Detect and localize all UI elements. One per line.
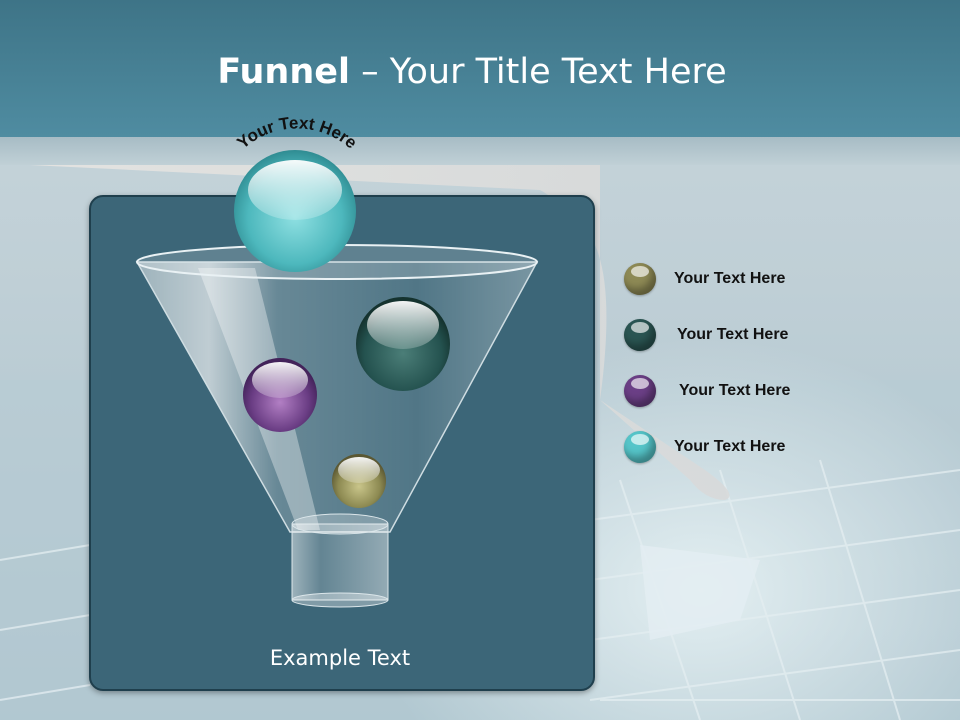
funnel-spout <box>291 523 389 601</box>
legend-bullet-purple <box>624 375 656 407</box>
header-band <box>0 0 960 137</box>
ball-purple <box>243 358 317 432</box>
slide-title-bold: Funnel <box>217 52 350 92</box>
slide-title[interactable]: Funnel – Your Title Text Here <box>0 52 944 92</box>
ball-dark-green <box>356 297 450 391</box>
sub-band <box>0 137 960 165</box>
legend-label: Your Text Here <box>674 438 786 455</box>
legend-item-1[interactable]: Your Text Here <box>624 262 785 296</box>
legend-item-3[interactable]: Your Text Here <box>624 374 790 408</box>
ball-teal-top <box>234 150 356 272</box>
example-text[interactable]: Example Text <box>269 646 411 670</box>
slide-title-rest: – Your Title Text Here <box>350 52 727 92</box>
legend-item-4[interactable]: Your Text Here <box>624 430 785 464</box>
legend-bullet-dark-green <box>624 319 656 351</box>
legend-label: Your Text Here <box>674 270 786 287</box>
legend-item-2[interactable]: Your Text Here <box>624 318 788 352</box>
legend-bullet-olive <box>624 263 656 295</box>
legend-label: Your Text Here <box>679 382 791 399</box>
ball-olive <box>332 454 386 508</box>
legend-bullet-teal <box>624 431 656 463</box>
arc-text: Your Text Here <box>233 113 360 152</box>
legend-label: Your Text Here <box>677 326 789 343</box>
